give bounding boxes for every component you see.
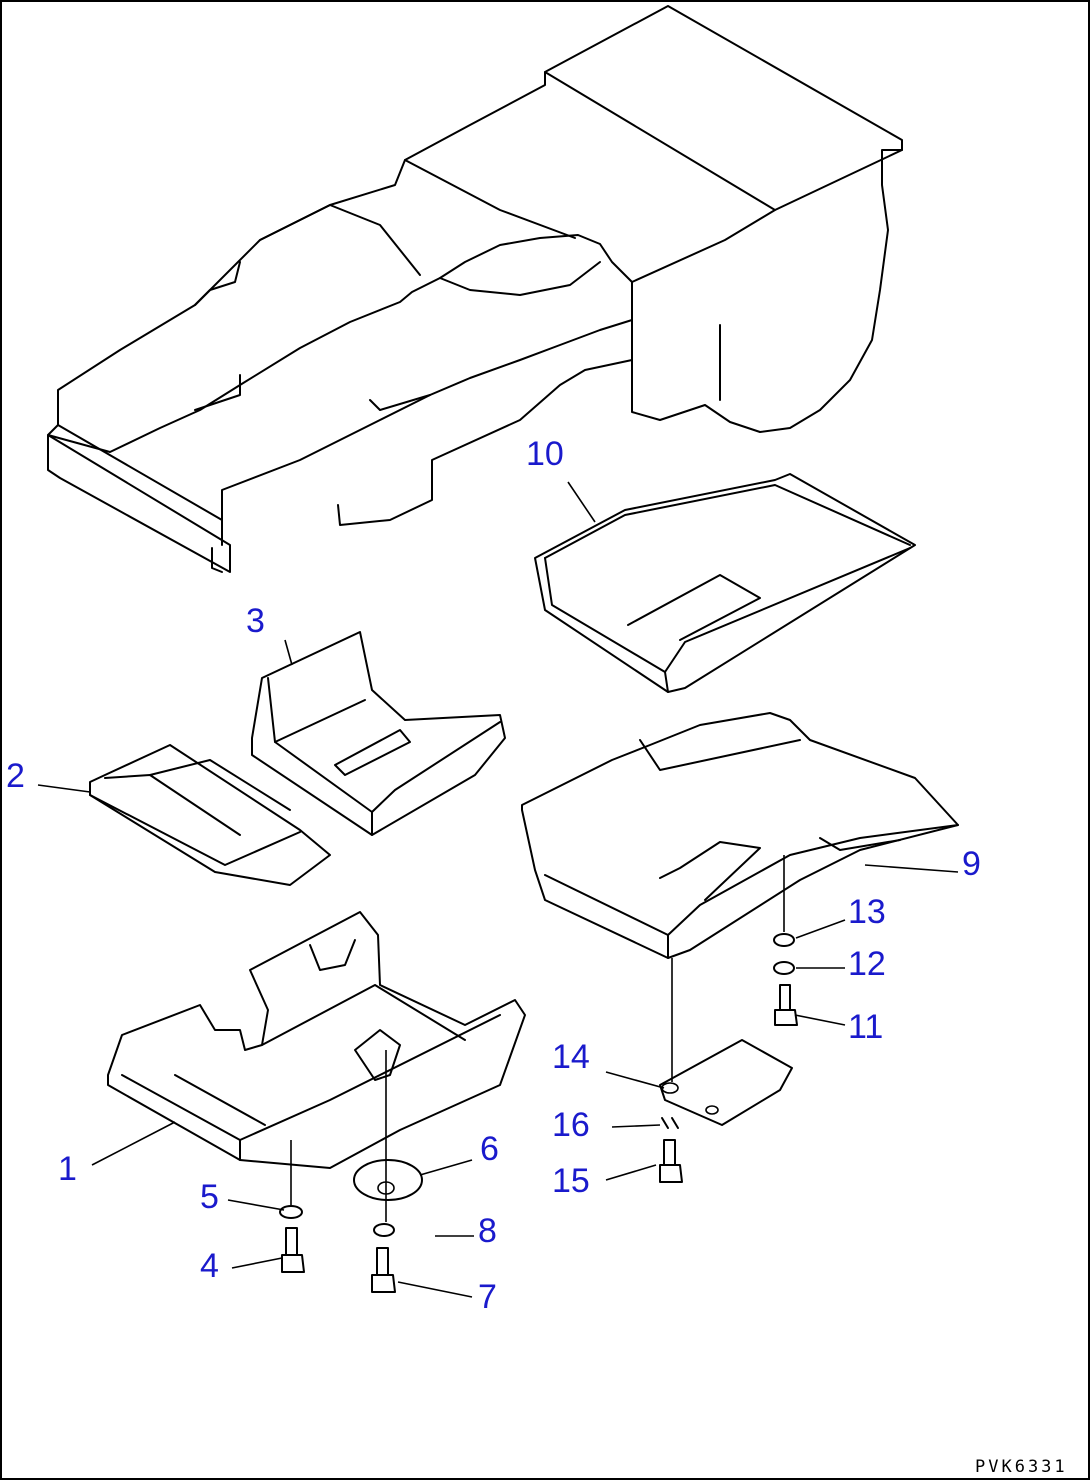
bolt-part-4: [281, 1227, 305, 1273]
callout-2: 2: [6, 757, 25, 795]
washer-part-12: [773, 961, 795, 975]
callout-4: 4: [200, 1247, 219, 1285]
callout-5: 5: [200, 1178, 219, 1216]
callout-16: 16: [552, 1106, 590, 1144]
cover-part-10: [534, 473, 916, 693]
callout-labels: 1 2 3 4 5 6 7 8 9 10 11 12 13 14 15 16: [6, 435, 981, 1316]
cover-part-3: [251, 631, 506, 836]
callout-9: 9: [962, 845, 981, 883]
cover-part-1: [107, 911, 526, 1169]
callout-13: 13: [848, 893, 886, 931]
callout-8: 8: [478, 1212, 497, 1250]
drawing-code: PVK6331: [975, 1457, 1068, 1477]
washer-part-13: [773, 933, 795, 947]
plate-part-14: [659, 1039, 793, 1126]
assembly-axis-lines: [290, 855, 785, 1222]
callout-12: 12: [848, 945, 886, 983]
callout-6: 6: [480, 1130, 499, 1168]
washer-part-8: [373, 1223, 395, 1237]
bolt-part-15: [659, 1139, 683, 1183]
callout-14: 14: [552, 1038, 590, 1076]
callout-7: 7: [478, 1278, 497, 1316]
main-frame-part: [47, 5, 903, 573]
washer-part-16: [661, 1117, 679, 1129]
cover-part-9: [521, 712, 959, 959]
callout-11: 11: [848, 1008, 883, 1046]
cover-part-2: [89, 744, 331, 886]
leader-lines: [37, 481, 959, 1298]
bolt-part-7: [371, 1247, 396, 1293]
callout-15: 15: [552, 1162, 590, 1200]
bolt-part-11: [774, 984, 798, 1026]
callout-10: 10: [526, 435, 564, 473]
callout-3: 3: [246, 602, 265, 640]
plate-part-6: [353, 1159, 423, 1201]
callout-1: 1: [58, 1150, 77, 1188]
washer-part-5: [279, 1205, 303, 1219]
